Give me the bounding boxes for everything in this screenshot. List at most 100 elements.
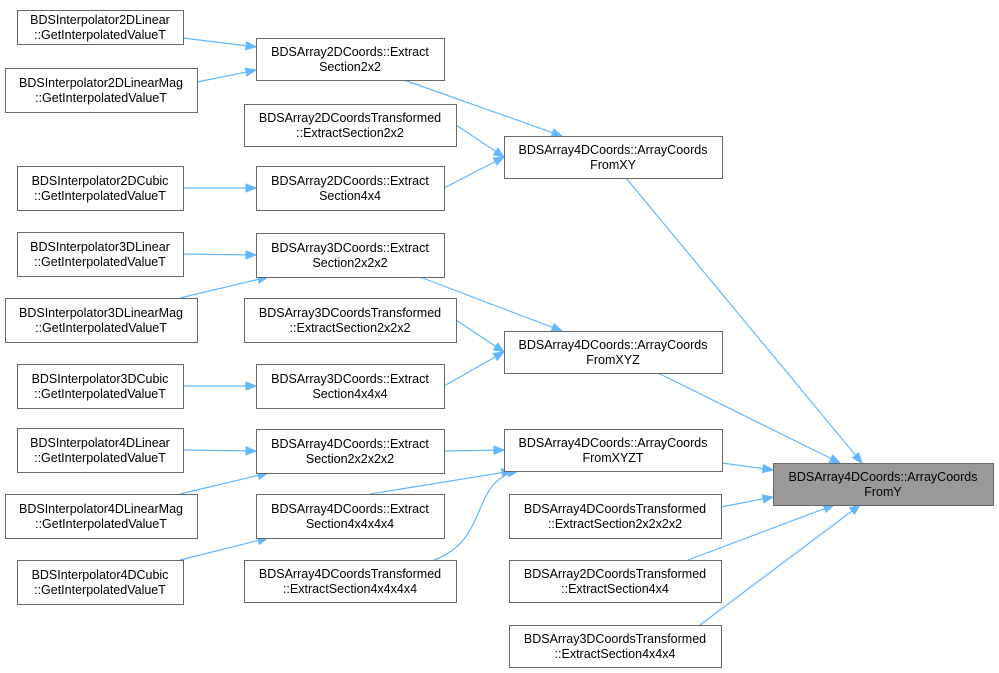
edge-i3dl-to-a3es2 xyxy=(182,250,258,260)
node-label-line: BDSInterpolator3DLinear xyxy=(30,240,170,254)
edge-arrowhead xyxy=(761,463,775,474)
node-box xyxy=(509,494,722,539)
node-label-line: Section2x2x2 xyxy=(312,256,387,270)
graph-node-i4dlm[interactable]: BDSInterpolator4DLinearMag::GetInterpola… xyxy=(5,494,198,539)
graph-node-a3es2[interactable]: BDSArray3DCoords::ExtractSection2x2x2 xyxy=(256,233,445,278)
edge-arrowhead xyxy=(492,351,506,362)
node-label-line: Section2x2x2x2 xyxy=(306,452,394,466)
node-box xyxy=(244,298,457,343)
edge-arrowhead xyxy=(848,504,862,516)
edge-i4dlm-to-a4es2 xyxy=(179,470,270,495)
node-label-line: BDSArray4DCoords::ArrayCoords xyxy=(519,143,708,157)
node-label-line: BDSInterpolator4DCubic xyxy=(32,568,169,582)
edge-arrowhead xyxy=(245,381,258,391)
edge-line xyxy=(443,351,505,387)
node-box xyxy=(256,233,445,278)
node-label-line: BDSArray3DCoords::Extract xyxy=(271,372,429,386)
node-label-line: Section4x4 xyxy=(319,189,381,203)
node-label-line: ::GetInterpolatedValueT xyxy=(34,583,166,597)
edge-line xyxy=(182,253,257,256)
node-box xyxy=(5,68,198,113)
graph-node-i2dl[interactable]: BDSInterpolator2DLinear::GetInterpolated… xyxy=(17,10,184,45)
node-label-line: BDSArray4DCoords::ArrayCoords xyxy=(519,338,708,352)
edge-line xyxy=(179,276,269,299)
edge-i4dl-to-a4es2 xyxy=(182,446,258,456)
node-box xyxy=(17,428,184,473)
graph-node-a2tes4[interactable]: BDSArray2DCoordsTransformed::ExtractSect… xyxy=(509,560,722,603)
node-label-line: ::GetInterpolatedValueT xyxy=(34,451,166,465)
node-box xyxy=(244,560,457,603)
edge-line xyxy=(369,470,513,495)
edge-i2dl-to-a2es2 xyxy=(182,37,258,51)
edge-i4dc-to-a4es4 xyxy=(179,535,270,561)
node-label-line: Section2x2 xyxy=(319,60,381,74)
graph-node-i4dl[interactable]: BDSInterpolator4DLinear::GetInterpolated… xyxy=(17,428,184,473)
node-box xyxy=(509,560,722,603)
node-label-line: BDSInterpolator4DLinear xyxy=(30,436,170,450)
node-label-line: BDSArray3DCoordsTransformed xyxy=(524,632,706,646)
edge-acxy-to-focus xyxy=(625,177,863,465)
node-label-line: BDSInterpolator2DCubic xyxy=(32,174,169,188)
edge-line xyxy=(687,504,835,561)
edge-arrowhead xyxy=(761,494,775,504)
edge-a3tes4-to-focus xyxy=(699,504,862,626)
graph-node-a3es4[interactable]: BDSArray3DCoords::ExtractSection4x4x4 xyxy=(256,364,445,409)
node-label-line: BDSArray3DCoords::Extract xyxy=(271,241,429,255)
edge-arrowhead xyxy=(492,156,506,167)
graph-node-a3tes4[interactable]: BDSArray3DCoordsTransformed::ExtractSect… xyxy=(509,625,722,668)
node-box xyxy=(17,10,184,45)
node-box xyxy=(256,429,445,474)
node-label-line: ::ExtractSection4x4 xyxy=(561,582,669,596)
node-label-line: BDSArray2DCoordsTransformed xyxy=(259,111,441,125)
node-box xyxy=(504,136,723,179)
edge-arrowhead xyxy=(493,445,506,455)
node-box xyxy=(17,166,184,211)
node-label-line: BDSArray2DCoords::Extract xyxy=(271,45,429,59)
node-label-line: FromY xyxy=(864,485,902,499)
node-label-line: BDSArray4DCoords::Extract xyxy=(271,437,429,451)
edge-a3es2-to-acxyz xyxy=(419,276,564,332)
node-label-line: FromXYZT xyxy=(582,451,643,465)
graph-node-a2es2[interactable]: BDSArray2DCoords::ExtractSection2x2 xyxy=(256,38,445,81)
node-label-line: BDSInterpolator2DLinearMag xyxy=(19,76,183,90)
node-label-line: ::GetInterpolatedValueT xyxy=(34,387,166,401)
graph-node-a2es4[interactable]: BDSArray2DCoords::ExtractSection4x4 xyxy=(256,166,445,211)
edge-arrowhead xyxy=(244,67,258,77)
graph-node-a3tes2[interactable]: BDSArray3DCoordsTransformed::ExtractSect… xyxy=(244,298,457,343)
node-label-line: BDSArray4DCoords::Extract xyxy=(271,502,429,516)
edges-layer xyxy=(179,37,863,626)
graph-node-i2dc[interactable]: BDSInterpolator2DCubic::GetInterpolatedV… xyxy=(17,166,184,211)
graph-node-i4dc[interactable]: BDSInterpolator4DCubic::GetInterpolatedV… xyxy=(17,560,184,605)
edge-arrowhead xyxy=(550,128,564,137)
graph-node-a4tes2[interactable]: BDSArray4DCoordsTransformed::ExtractSect… xyxy=(509,494,722,539)
edge-arrowhead xyxy=(828,454,842,464)
node-box xyxy=(256,166,445,211)
node-label-line: FromXYZ xyxy=(586,353,640,367)
node-label-line: BDSArray4DCoordsTransformed xyxy=(259,567,441,581)
edge-a2tes4-to-focus xyxy=(687,504,836,561)
edge-line xyxy=(443,156,505,189)
edge-arrowhead xyxy=(492,342,506,353)
edge-line xyxy=(657,372,841,464)
node-label-line: ::ExtractSection2x2x2 xyxy=(290,321,411,335)
edge-a3tes2-to-acxyz xyxy=(455,319,506,353)
graph-node-i3dl[interactable]: BDSInterpolator3DLinear::GetInterpolated… xyxy=(17,232,184,277)
node-box xyxy=(17,364,184,409)
node-box xyxy=(256,494,445,539)
graph-node-i2dlm[interactable]: BDSInterpolator2DLinearMag::GetInterpola… xyxy=(5,68,198,113)
graph-node-i3dlm[interactable]: BDSInterpolator3DLinearMag::GetInterpola… xyxy=(5,298,198,343)
graph-node-a4es2[interactable]: BDSArray4DCoords::ExtractSection2x2x2x2 xyxy=(256,429,445,474)
node-label-line: BDSArray4DCoordsTransformed xyxy=(524,502,706,516)
graph-node-a4tes4[interactable]: BDSArray4DCoordsTransformed::ExtractSect… xyxy=(244,560,457,603)
edge-arrowhead xyxy=(245,446,258,456)
graph-node-a2tes2[interactable]: BDSArray2DCoordsTransformed::ExtractSect… xyxy=(244,104,457,147)
graph-node-a4es4[interactable]: BDSArray4DCoords::ExtractSection4x4x4x4 xyxy=(256,494,445,539)
graph-node-i3dc[interactable]: BDSInterpolator3DCubic::GetInterpolatedV… xyxy=(17,364,184,409)
node-box xyxy=(504,429,723,472)
node-box xyxy=(5,494,198,539)
